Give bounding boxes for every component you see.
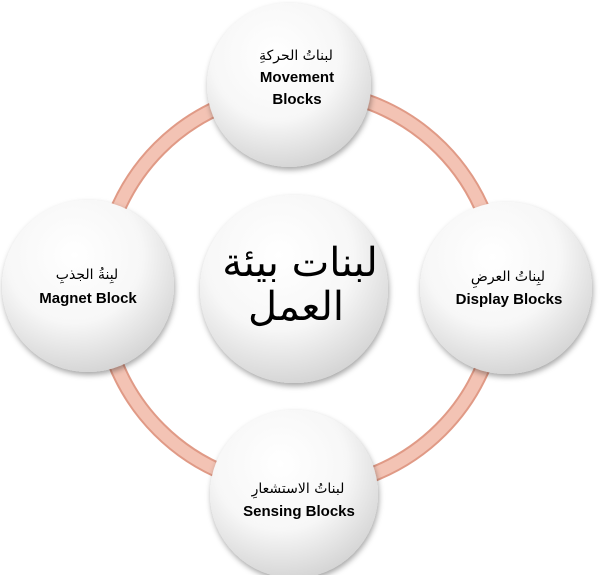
center-title-line1: لبنات بيئة [222, 240, 378, 286]
sensing-blocks-arabic-label: لبناتُ الاستشعارِ [251, 481, 345, 498]
sensing-blocks-english-label: Sensing Blocks [243, 503, 355, 520]
display-blocks-node: لبِناتُ العرضِ Display Blocks [420, 202, 592, 374]
sensing-blocks-node: لبناتُ الاستشعارِ Sensing Blocks [210, 410, 378, 575]
display-blocks-english-label: Display Blocks [456, 291, 563, 308]
magnet-block-arabic-label: لبِنةُ الجذبِ [56, 267, 118, 284]
movement-blocks-english-label-2: Blocks [272, 91, 321, 108]
movement-blocks-arabic-label: لبناتُ الحركةِ [259, 48, 333, 64]
magnet-block-english-label: Magnet Block [39, 290, 137, 307]
movement-blocks-english-label-1: Movement [260, 69, 334, 86]
display-blocks-arabic-label: لبِناتُ العرضِ [471, 269, 545, 288]
center-node: لبنات بيئة العمل [200, 195, 388, 383]
magnet-block-node: لبِنةُ الجذبِ Magnet Block [2, 200, 174, 372]
movement-blocks-node: لبناتُ الحركةِ Movement Blocks [207, 3, 371, 167]
center-title-line2: العمل [248, 284, 344, 330]
